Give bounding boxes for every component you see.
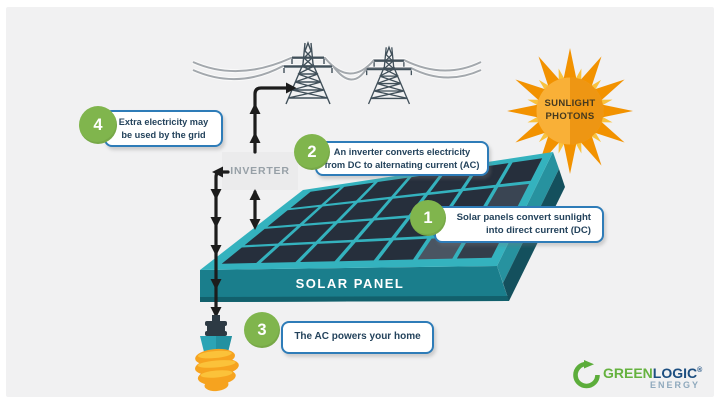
inverter-box: INVERTER: [222, 152, 298, 190]
greenlogic-logo: GREENLOGIC® ENERGY: [572, 358, 712, 394]
pylon-icon: [366, 45, 412, 105]
step-number: 3: [257, 320, 267, 339]
flow-arrows: [210, 82, 297, 320]
inverter-label: INVERTER: [230, 165, 290, 177]
callout-text: from DC to alternating current (AC): [324, 159, 480, 170]
logo-wordmark: GREENLOGIC®: [603, 365, 703, 381]
step-number: 1: [423, 208, 433, 227]
callout-step-3: The AC powers your home: [281, 321, 434, 354]
transmission-towers: [192, 41, 482, 105]
pylon-icon: [283, 41, 333, 105]
callout-step-1: Solar panels convert sunlight into direc…: [434, 206, 604, 243]
callout-text: An inverter converts electricity: [333, 147, 471, 157]
sun-icon: [507, 48, 633, 174]
greenlogic-logo-icon: [573, 360, 600, 389]
callout-text: Extra electricity may: [118, 117, 209, 127]
light-bulb-icon: [194, 315, 239, 392]
callout-text: be used by the grid: [121, 129, 206, 140]
solar-panel-label: SOLAR PANEL: [295, 276, 405, 291]
logo-energy: ENERGY: [649, 380, 700, 390]
power-wire: [192, 65, 482, 81]
step-number: 4: [93, 115, 103, 134]
sun-label: SUNLIGHT PHOTONS: [520, 98, 620, 123]
step-number: 2: [307, 142, 317, 161]
power-wire: [192, 57, 482, 75]
sun-label-line1: SUNLIGHT: [544, 98, 596, 109]
power-wires: [192, 56, 482, 82]
step-badge-2: 2: [294, 134, 330, 170]
callout-text: Solar panels convert sunlight: [456, 212, 591, 223]
callout-text: into direct current (DC): [485, 224, 591, 236]
callout-text: The AC powers your home: [294, 331, 421, 343]
callout-step-4: Extra electricity may be used by the gri…: [104, 110, 223, 147]
step-badge-4: 4: [79, 106, 117, 144]
callout-step-2: An inverter converts electricity from DC…: [315, 141, 489, 176]
sun-label-line2: PHOTONS: [545, 110, 595, 122]
step-badge-3: 3: [244, 312, 280, 348]
step-badge-1: 1: [410, 200, 446, 236]
